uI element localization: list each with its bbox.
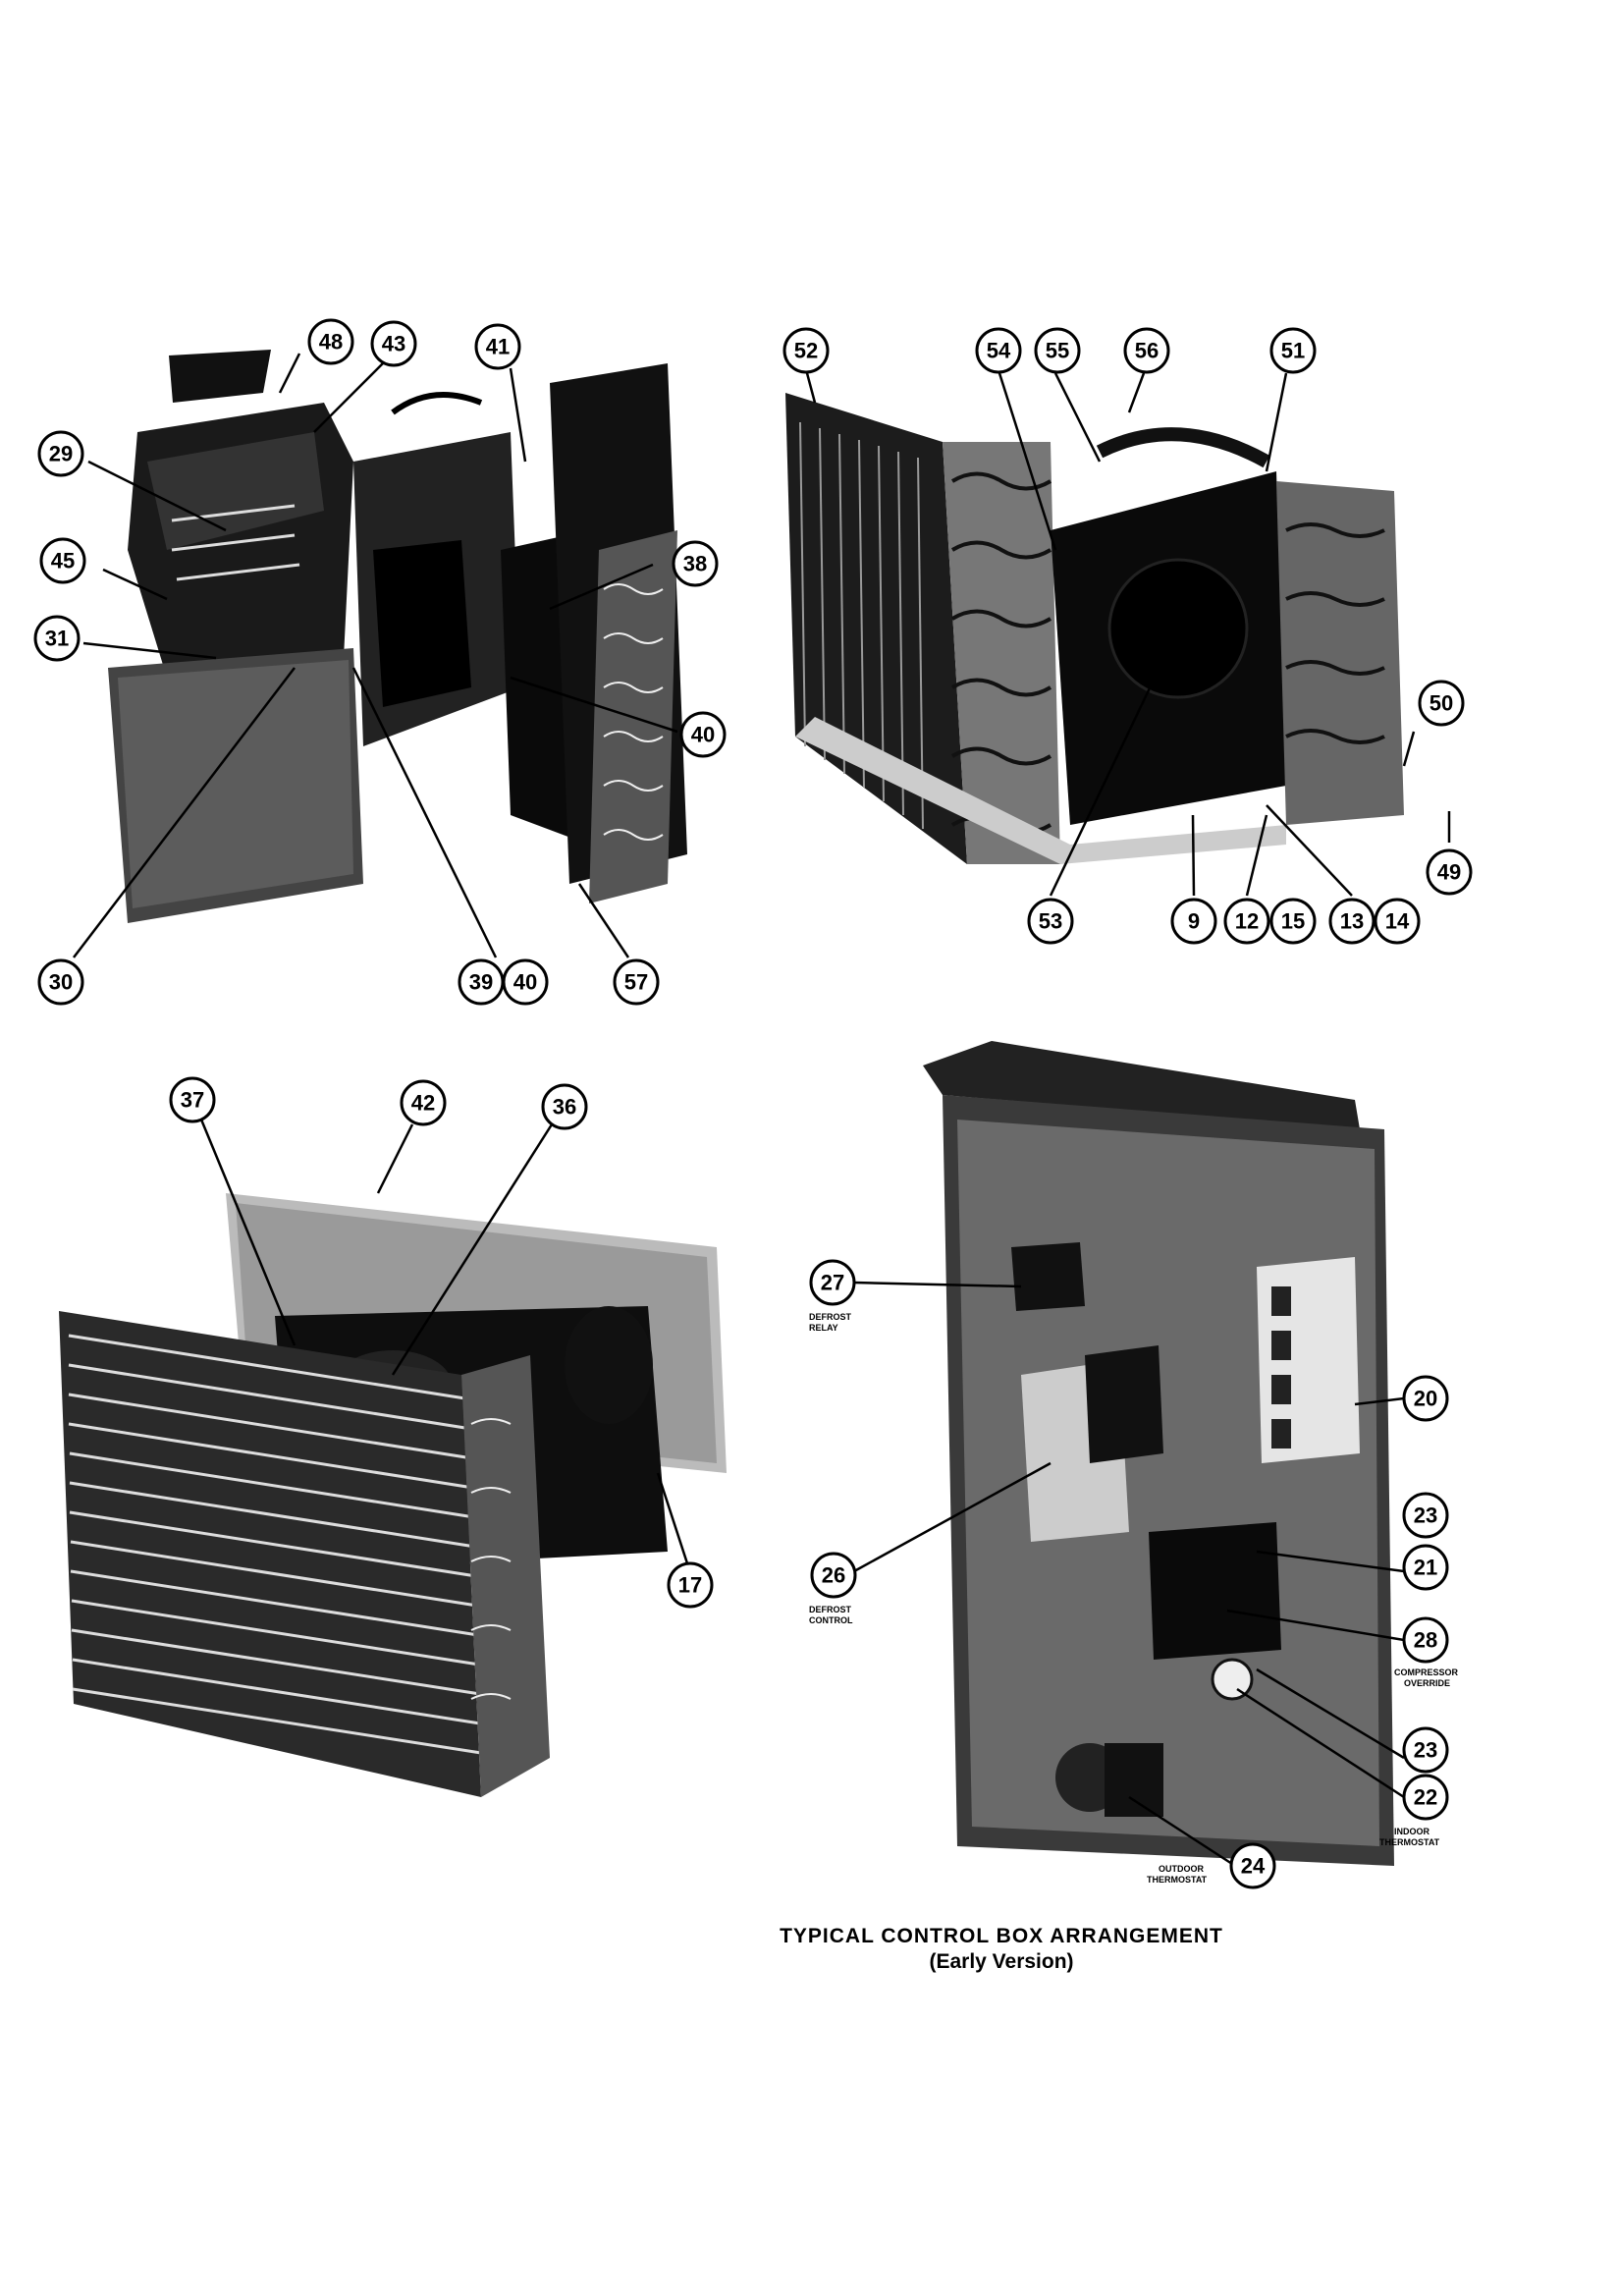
callout-29: 29 xyxy=(37,430,84,477)
callout-label: 13 xyxy=(1340,909,1364,934)
callout-23: 23 xyxy=(1402,1492,1449,1539)
callout-54: 54 xyxy=(975,327,1022,374)
callout-label: 15 xyxy=(1281,909,1305,934)
callout-label: 48 xyxy=(319,330,343,355)
photo-outdoor-coil-compressor xyxy=(785,393,1404,864)
callout-28: 28 xyxy=(1402,1616,1449,1664)
callout-17: 17 xyxy=(667,1561,714,1609)
callout-27: 27 xyxy=(809,1259,856,1306)
callout-label: 23 xyxy=(1414,1738,1437,1763)
callout-label: 43 xyxy=(382,332,405,356)
callout-14: 14 xyxy=(1374,898,1421,945)
callout-label: 12 xyxy=(1235,909,1259,934)
note-indoor-thermostat-2: THERMOSTAT xyxy=(1379,1837,1440,1847)
note-defrost-relay-2: RELAY xyxy=(809,1323,838,1333)
callout-42: 42 xyxy=(400,1079,447,1126)
callout-39: 39 xyxy=(458,958,505,1006)
callout-21: 21 xyxy=(1402,1544,1449,1591)
leaders-bottom-left xyxy=(199,1119,689,1564)
callout-label: 20 xyxy=(1414,1387,1437,1411)
callout-label: 57 xyxy=(624,970,648,995)
callout-label: 37 xyxy=(181,1088,204,1113)
callout-12: 12 xyxy=(1223,898,1270,945)
callout-label: 38 xyxy=(683,552,707,576)
note-compressor-override-2: OVERRIDE xyxy=(1404,1678,1450,1688)
callout-label: 24 xyxy=(1241,1854,1266,1879)
callout-label: 40 xyxy=(691,723,715,747)
callout-13: 13 xyxy=(1328,898,1375,945)
note-outdoor-thermostat-1: OUTDOOR xyxy=(1159,1864,1204,1874)
callout-label: 51 xyxy=(1281,339,1305,363)
note-defrost-control-2: CONTROL xyxy=(809,1615,853,1625)
callout-label: 55 xyxy=(1046,339,1069,363)
callout-label: 56 xyxy=(1135,339,1159,363)
callout-48: 48 xyxy=(307,318,354,365)
callout-label: 54 xyxy=(987,339,1011,363)
callout-26: 26 xyxy=(810,1552,857,1599)
callout-label: 26 xyxy=(822,1563,845,1588)
callout-label: 9 xyxy=(1188,909,1200,934)
photo-control-box xyxy=(923,1041,1394,1866)
callout-40b: 40 xyxy=(502,958,549,1006)
callout-label: 23 xyxy=(1414,1503,1437,1528)
callout-51: 51 xyxy=(1269,327,1317,374)
note-outdoor-thermostat-2: THERMOSTAT xyxy=(1147,1875,1208,1885)
callout-45: 45 xyxy=(39,537,86,584)
callout-37: 37 xyxy=(169,1076,216,1123)
callout-label: 17 xyxy=(678,1573,702,1598)
callout-9: 9 xyxy=(1170,898,1217,945)
callout-31: 31 xyxy=(33,615,81,662)
callout-label: 41 xyxy=(486,335,510,359)
leaders-top-left xyxy=(73,353,678,958)
callout-50: 50 xyxy=(1418,680,1465,727)
callout-label: 49 xyxy=(1437,860,1461,885)
callout-label: 42 xyxy=(411,1091,435,1116)
callout-53: 53 xyxy=(1027,898,1074,945)
callout-label: 40 xyxy=(513,970,537,995)
callout-23b: 23 xyxy=(1402,1726,1449,1774)
leaders-top-right xyxy=(805,372,1451,897)
callout-41: 41 xyxy=(474,323,521,370)
callout-24: 24 xyxy=(1229,1842,1276,1889)
callout-56: 56 xyxy=(1123,327,1170,374)
callout-label: 14 xyxy=(1385,909,1410,934)
callout-label: 36 xyxy=(553,1095,576,1120)
callout-label: 50 xyxy=(1429,691,1453,716)
callout-label: 28 xyxy=(1414,1628,1437,1653)
callout-15: 15 xyxy=(1269,898,1317,945)
callout-label: 21 xyxy=(1414,1556,1437,1580)
note-compressor-override-1: COMPRESSOR xyxy=(1394,1667,1459,1677)
callout-40: 40 xyxy=(679,711,727,758)
callout-38: 38 xyxy=(672,540,719,587)
note-indoor-thermostat-1: INDOOR xyxy=(1394,1827,1430,1836)
callout-label: 30 xyxy=(49,970,73,995)
callout-43: 43 xyxy=(370,320,417,367)
callout-label: 31 xyxy=(45,627,69,651)
callout-36: 36 xyxy=(541,1083,588,1130)
callout-label: 39 xyxy=(469,970,493,995)
callout-label: 45 xyxy=(51,549,75,574)
callout-label: 29 xyxy=(49,442,73,466)
callout-55: 55 xyxy=(1034,327,1081,374)
callout-57: 57 xyxy=(613,958,660,1006)
caption-title: TYPICAL CONTROL BOX ARRANGEMENT xyxy=(780,1925,1223,1947)
callout-label: 22 xyxy=(1414,1785,1437,1810)
note-defrost-control-1: DEFROST xyxy=(809,1605,852,1614)
callout-30: 30 xyxy=(37,958,84,1006)
callout-20: 20 xyxy=(1402,1375,1449,1422)
caption-subtitle: (Early Version) xyxy=(929,1950,1074,1973)
photo-condensing-unit-open xyxy=(108,350,687,923)
callout-label: 53 xyxy=(1039,909,1062,934)
callout-49: 49 xyxy=(1426,848,1473,896)
photo-unit-rear-coil xyxy=(59,1193,727,1797)
callout-label: 27 xyxy=(821,1271,844,1295)
callout-52: 52 xyxy=(782,327,830,374)
callout-22: 22 xyxy=(1402,1774,1449,1821)
callout-label: 52 xyxy=(794,339,818,363)
note-defrost-relay-1: DEFROST xyxy=(809,1312,852,1322)
leaders-bottom-right xyxy=(853,1281,1405,1866)
